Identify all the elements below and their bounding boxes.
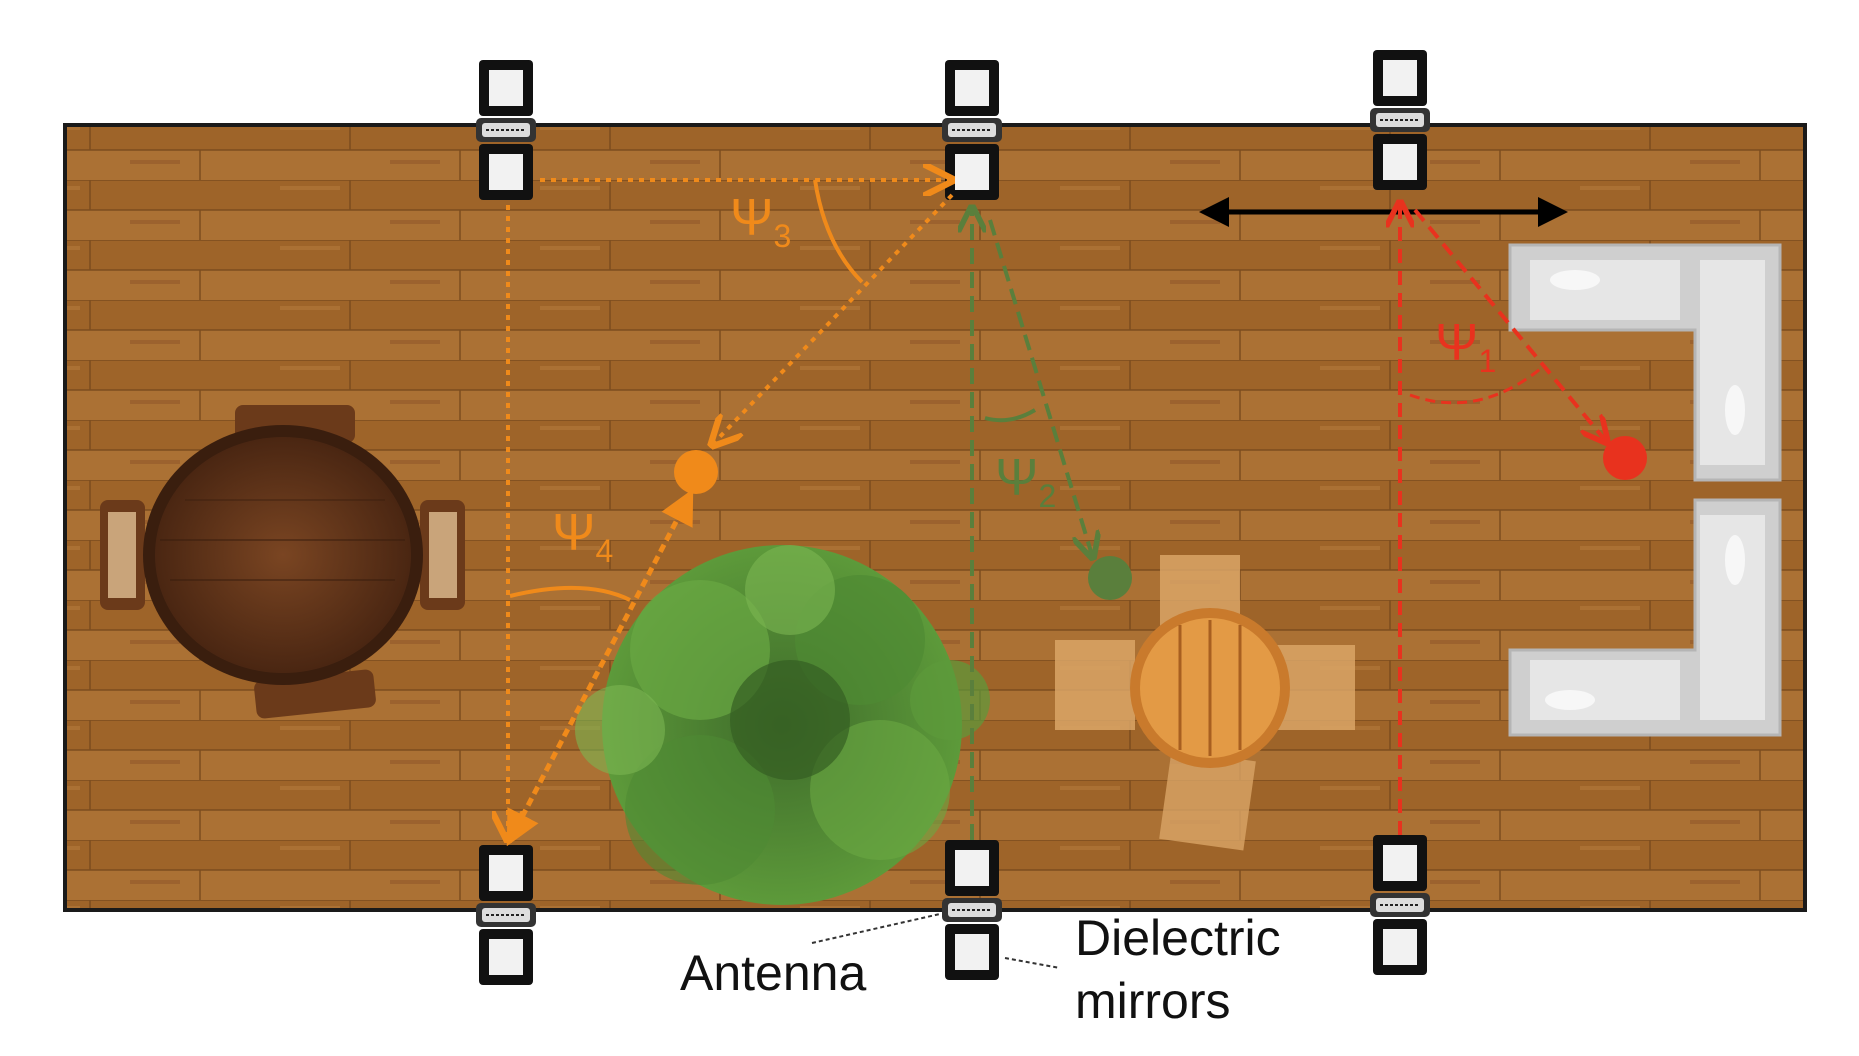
green-user-dot xyxy=(1088,556,1132,600)
wood-table-icon xyxy=(1055,555,1355,851)
mirrors-label-line1: Dielectric xyxy=(1075,910,1281,966)
psi1-label: Ψ1 xyxy=(1435,314,1496,379)
mirrors-leader xyxy=(1004,957,1061,969)
green-beam-paths xyxy=(972,210,1092,840)
red-user-dot xyxy=(1603,436,1647,480)
orange-user-dot xyxy=(674,450,718,494)
antenna-mirror-unit-icon xyxy=(1369,49,1431,191)
psi3-arc xyxy=(813,179,864,284)
antenna-label: Antenna xyxy=(680,945,866,1001)
psi2-label: Ψ2 xyxy=(995,449,1056,514)
antenna-mirror-unit-icon xyxy=(941,839,1003,981)
round-table-icon xyxy=(100,405,465,719)
psi4-label: Ψ4 xyxy=(552,504,613,569)
antenna-leader xyxy=(811,913,941,944)
psi4-arc xyxy=(509,585,631,602)
sectional-sofa-icon xyxy=(1508,243,1782,737)
psi2-arc xyxy=(984,408,1037,423)
psi3-label: Ψ3 xyxy=(730,189,791,254)
red-beam-paths xyxy=(1400,205,1605,835)
psi1-arc xyxy=(1409,363,1546,405)
antenna-mirror-unit-icon xyxy=(1369,834,1431,976)
antenna-mirror-unit-icon xyxy=(475,59,537,201)
antenna-mirror-unit-icon xyxy=(475,844,537,986)
mirrors-label-line2: mirrors xyxy=(1075,973,1231,1029)
